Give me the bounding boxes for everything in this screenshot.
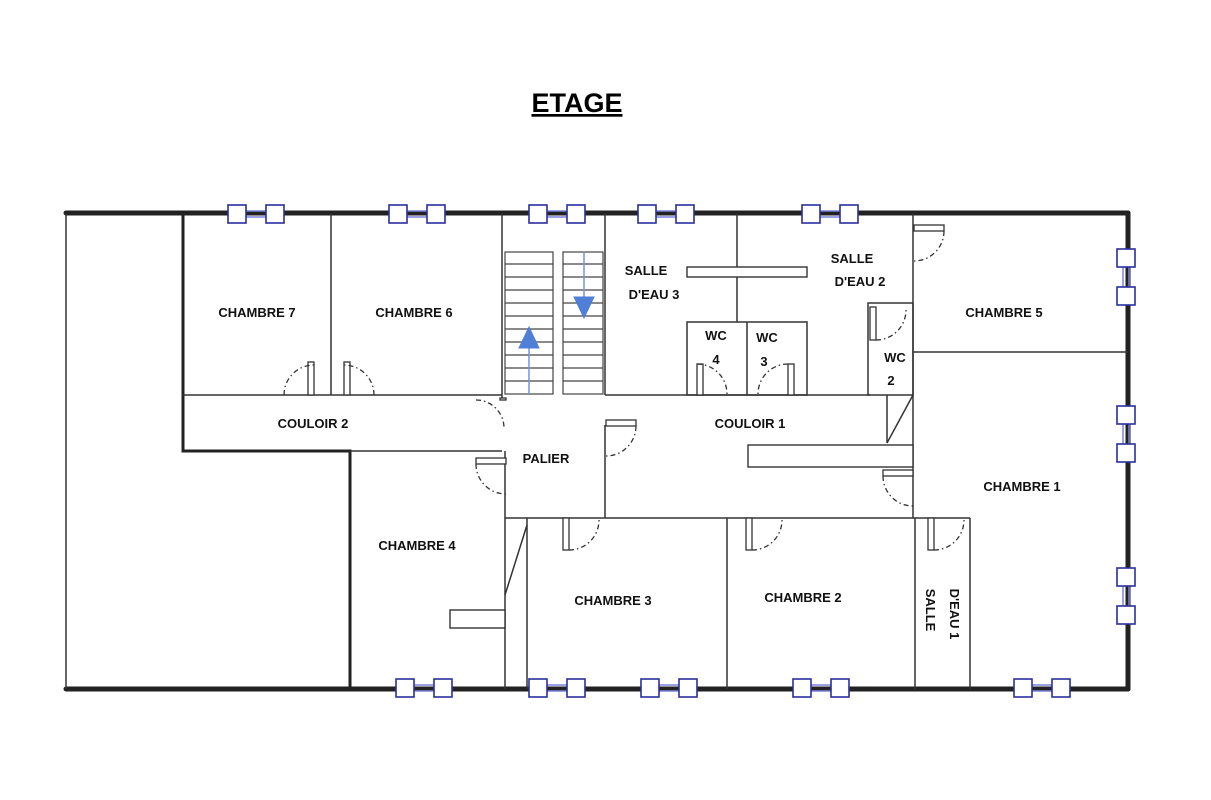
label-chambre-6: CHAMBRE 6 [375,305,452,320]
window [388,204,446,224]
window [528,204,586,224]
window [637,204,695,224]
window [1013,678,1071,698]
label-salle-eau-1-line2: D'EAU 1 [947,589,962,640]
label-salle-eau-1-line1: SALLE [923,589,938,632]
window [1116,567,1136,625]
windows [227,204,1136,698]
label-wc-3-line2: 3 [760,354,767,369]
door [927,517,965,551]
label-wc-4-line1: WC [705,328,727,343]
label-wc-2-line1: WC [884,350,906,365]
door [562,517,600,551]
window [792,678,850,698]
label-chambre-4: CHAMBRE 4 [378,538,456,553]
label-chambre-2: CHAMBRE 2 [764,590,841,605]
door [475,397,507,429]
label-wc-4-line2: 4 [712,352,720,367]
door [696,363,728,396]
door [745,517,783,551]
window [1116,405,1136,463]
window [801,204,859,224]
interior-walls [181,213,1128,689]
counter-chambre-4 [449,609,506,629]
label-salle-eau-2-line1: SALLE [831,251,874,266]
doors [283,224,965,551]
door [283,361,315,396]
stair-up-arrow-icon [518,325,540,349]
counter-salle-eau-3 [686,266,808,278]
window [227,204,285,224]
label-salle-eau-3-line1: SALLE [625,263,668,278]
room-labels: CHAMBRE 7 CHAMBRE 6 SALLE D'EAU 3 SALLE … [218,251,1060,639]
plan-title: ETAGE [531,88,622,118]
label-chambre-1: CHAMBRE 1 [983,479,1060,494]
door [869,306,907,341]
label-wc-3-line1: WC [756,330,778,345]
counter-couloir-1 [747,444,914,468]
label-chambre-3: CHAMBRE 3 [574,593,651,608]
fixtures [449,266,914,629]
label-chambre-7: CHAMBRE 7 [218,305,295,320]
label-palier: PALIER [523,451,570,466]
label-chambre-5: CHAMBRE 5 [965,305,1042,320]
window [1116,248,1136,306]
door [475,457,507,495]
staircase [504,251,604,395]
label-salle-eau-3-line2: D'EAU 3 [629,287,680,302]
label-couloir-1: COULOIR 1 [715,416,786,431]
door [343,361,375,396]
window [528,678,586,698]
window [640,678,698,698]
label-salle-eau-2-line2: D'EAU 2 [835,274,886,289]
stair-down-arrow-icon [573,296,595,320]
door [882,469,914,507]
window [395,678,453,698]
door [757,363,795,396]
door [605,419,637,457]
label-wc-2-line2: 2 [887,373,894,388]
door [913,224,945,262]
label-couloir-2: COULOIR 2 [278,416,349,431]
